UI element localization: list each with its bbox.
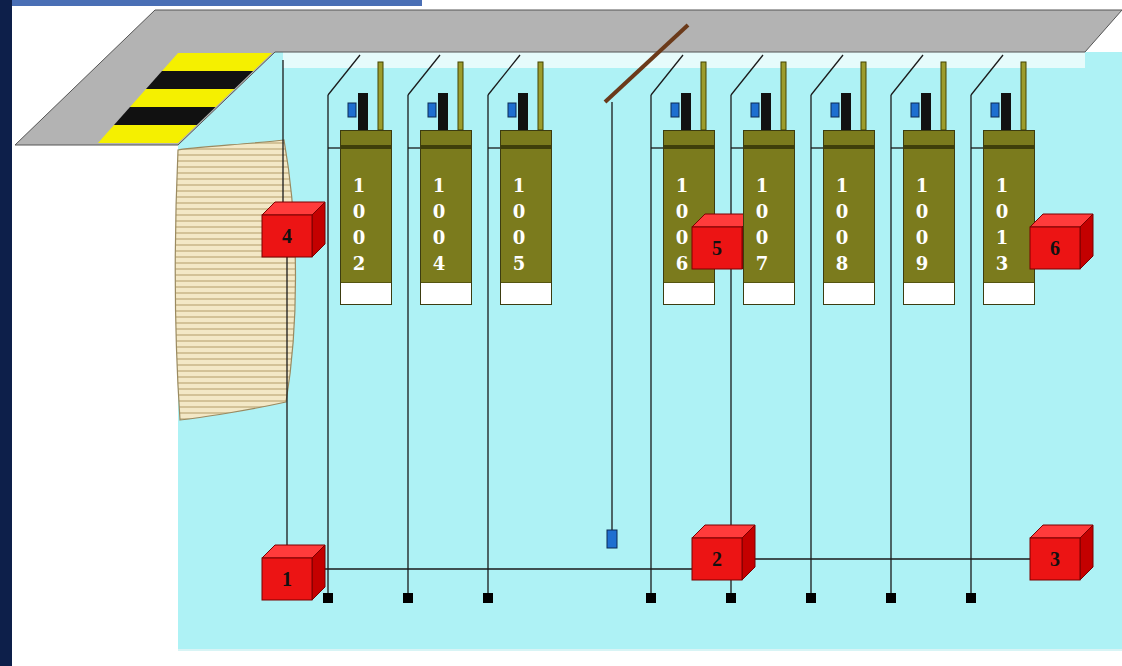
callout-number: 6 xyxy=(1030,227,1080,269)
assembly-number: 1009 xyxy=(913,173,931,277)
cube-front xyxy=(262,558,312,600)
assembly-number: 1006 xyxy=(673,173,691,277)
cube-front xyxy=(262,215,312,257)
assembly-number: 1008 xyxy=(833,173,851,277)
cube-side xyxy=(312,202,325,257)
water-surface xyxy=(283,52,1085,68)
sensor-cube: 4 xyxy=(262,215,312,257)
wall-line xyxy=(282,60,283,215)
callout-number: 5 xyxy=(692,227,742,269)
fuel-assembly: 1013 xyxy=(983,130,1035,305)
pool-water xyxy=(178,52,1122,650)
callout-number: 3 xyxy=(1030,538,1080,580)
pool-floor-edge xyxy=(178,649,1122,651)
fuel-assembly: 1004 xyxy=(420,130,472,305)
slide-edge xyxy=(0,0,12,666)
probe-cable xyxy=(611,102,612,530)
cube-front xyxy=(692,227,742,269)
cube-side xyxy=(312,545,325,600)
sensor-cube: 6 xyxy=(1030,227,1080,269)
cube-front xyxy=(1030,227,1080,269)
connector-line xyxy=(286,257,287,558)
pool-slab xyxy=(15,10,1122,145)
cube-side xyxy=(1080,214,1093,269)
sensor-cube: 1 xyxy=(262,558,312,600)
assembly-number: 1002 xyxy=(350,173,368,277)
sensor-cube: 3 xyxy=(1030,538,1080,580)
probe-sensor xyxy=(607,530,617,548)
fuel-assembly: 1007 xyxy=(743,130,795,305)
cube-front xyxy=(1030,538,1080,580)
probe-pole xyxy=(605,25,688,102)
assembly-number: 1005 xyxy=(510,173,528,277)
cube-side xyxy=(1080,525,1093,580)
fuel-assembly: 1002 xyxy=(340,130,392,305)
fuel-assembly: 1009 xyxy=(903,130,955,305)
fuel-assembly: 1005 xyxy=(500,130,552,305)
sensor-cube: 5 xyxy=(692,227,742,269)
connector-line xyxy=(312,568,692,569)
cube-front xyxy=(692,538,742,580)
gate-curtain xyxy=(175,140,295,420)
fuel-assembly: 1008 xyxy=(823,130,875,305)
sensor-cube: 2 xyxy=(692,538,742,580)
assembly-number: 1007 xyxy=(753,173,771,277)
slide-edge xyxy=(12,0,422,6)
assembly-number: 1013 xyxy=(993,173,1011,277)
callout-number: 2 xyxy=(692,538,742,580)
cube-side xyxy=(742,525,755,580)
hazard-stripes xyxy=(90,53,280,143)
connector-line xyxy=(742,558,1030,559)
callout-number: 1 xyxy=(262,558,312,600)
assembly-number: 1004 xyxy=(430,173,448,277)
callout-number: 4 xyxy=(262,215,312,257)
